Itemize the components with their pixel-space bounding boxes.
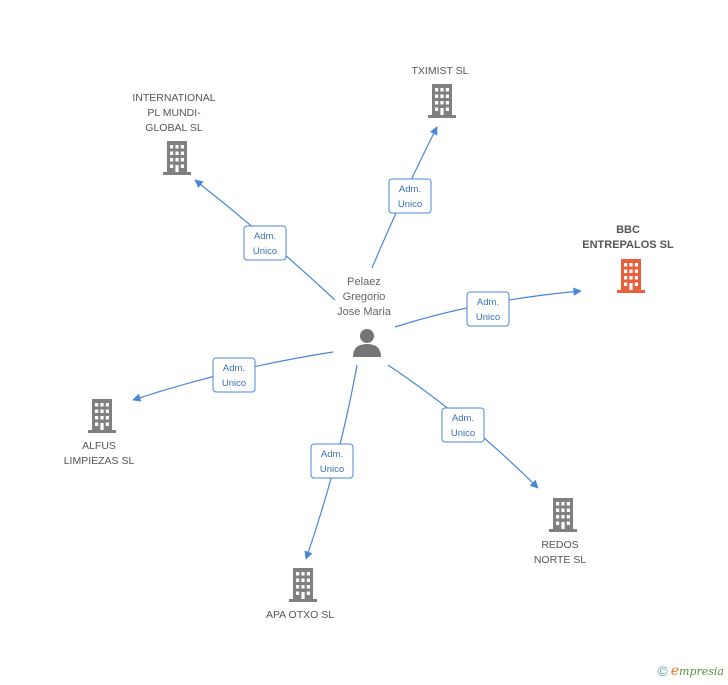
person-node[interactable]: Pelaez Gregorio Jose Maria xyxy=(337,276,392,357)
relation-badge[interactable]: Adm. Unico xyxy=(243,225,287,261)
company-node-apa[interactable]: APA OTXO SL xyxy=(266,568,334,621)
company-node-redos[interactable]: REDOS NORTE SL xyxy=(534,498,586,566)
company-name-line: ALFUS xyxy=(82,440,116,452)
badge-line-1: Adm. xyxy=(254,231,276,242)
company-node-international[interactable]: INTERNATIONAL PL MUNDI- GLOBAL SL xyxy=(132,92,216,175)
person-icon xyxy=(353,329,381,357)
relation-badge[interactable]: Adm. Unico xyxy=(466,291,510,327)
person-name-line: Jose Maria xyxy=(337,306,392,318)
badge-line-1: Adm. xyxy=(477,297,499,308)
relation-badge[interactable]: Adm. Unico xyxy=(310,443,354,479)
company-node-alfus[interactable]: ALFUS LIMPIEZAS SL xyxy=(64,399,135,467)
building-icon xyxy=(289,568,317,602)
person-name-line: Pelaez xyxy=(347,276,381,288)
edges xyxy=(132,126,582,560)
badge-line-1: Adm. xyxy=(223,363,245,374)
building-icon xyxy=(617,259,645,293)
person-name-line: Gregorio xyxy=(343,291,386,303)
badge-line-2: Unico xyxy=(253,246,277,257)
company-name-line: BBC xyxy=(616,224,640,236)
company-node-tximist[interactable]: TXIMIST SL xyxy=(412,65,469,118)
company-name-line: ENTREPALOS SL xyxy=(582,239,674,251)
company-name-line: NORTE SL xyxy=(534,554,586,566)
company-name-line: TXIMIST SL xyxy=(412,65,469,77)
badge-line-2: Unico xyxy=(398,199,422,210)
brand-logo[interactable]: empresia xyxy=(671,663,724,679)
company-name-line: REDOS xyxy=(541,539,578,551)
footer-credit: © empresia xyxy=(657,663,724,679)
building-icon xyxy=(88,399,116,433)
company-node-bbc[interactable]: BBC ENTREPALOS SL xyxy=(582,224,674,293)
building-icon xyxy=(428,84,456,118)
relation-badge[interactable]: Adm. Unico xyxy=(441,407,485,443)
relation-badge[interactable]: Adm. Unico xyxy=(388,178,432,214)
badge-line-2: Unico xyxy=(476,312,500,323)
company-name-line: GLOBAL SL xyxy=(145,122,203,134)
badge-line-2: Unico xyxy=(222,378,246,389)
relation-badge[interactable]: Adm. Unico xyxy=(212,357,256,393)
company-name-line: INTERNATIONAL xyxy=(132,92,215,104)
company-name-line: APA OTXO SL xyxy=(266,609,334,621)
badge-line-2: Unico xyxy=(320,464,344,475)
badge-line-1: Adm. xyxy=(321,449,343,460)
badge-line-1: Adm. xyxy=(452,413,474,424)
badge-line-2: Unico xyxy=(451,428,475,439)
copyright-icon: © xyxy=(657,663,668,679)
brand-initial: e xyxy=(670,663,680,679)
company-name-line: LIMPIEZAS SL xyxy=(64,455,135,467)
badge-line-1: Adm. xyxy=(399,184,421,195)
brand-name: mpresia xyxy=(679,665,724,678)
building-icon xyxy=(163,141,191,175)
company-name-line: PL MUNDI- xyxy=(147,107,201,119)
building-icon xyxy=(549,498,577,532)
